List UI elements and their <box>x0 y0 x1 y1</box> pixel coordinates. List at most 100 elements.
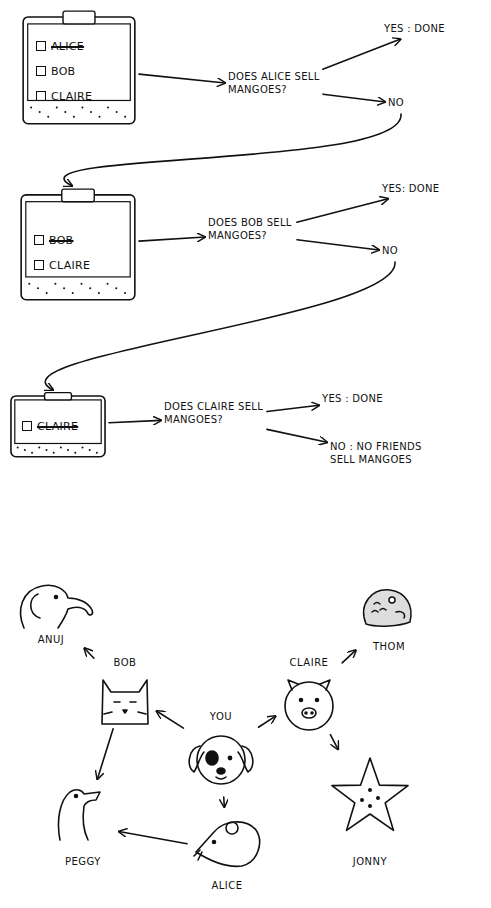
dog-eye-patch <box>206 751 218 765</box>
elephant-ear <box>31 594 40 618</box>
checklist-clipboard: ALICEBOBCLAIRE <box>22 10 136 126</box>
dog-head <box>197 736 245 784</box>
arrow-connector <box>297 240 379 250</box>
checklist-items: CLAIRE <box>22 414 106 439</box>
answer-step: NO <box>382 244 408 260</box>
person-figure: JONNY <box>326 752 414 868</box>
clipboard-speckle <box>96 452 98 454</box>
arrow-connector <box>97 729 113 779</box>
arrow-connector <box>259 716 276 727</box>
starfish-dot <box>369 805 371 807</box>
clipboard-speckle <box>81 106 83 108</box>
pig-ears <box>288 680 330 690</box>
dog-eye <box>228 756 231 759</box>
person-figure: PEGGY <box>50 782 116 868</box>
arrow-connector <box>330 735 338 750</box>
clipboard-speckle <box>107 283 109 285</box>
cat-eyes <box>114 701 136 703</box>
checklist-item: ALICE <box>36 34 136 59</box>
fish-eye <box>389 597 395 603</box>
arrow-connector <box>323 39 401 69</box>
clipboard-speckle <box>107 106 109 108</box>
arrow-connector <box>267 429 327 442</box>
answer-step: YES : DONE <box>322 392 402 408</box>
arrow-connector <box>267 405 319 411</box>
pig-nostril <box>305 712 307 714</box>
fish-figure <box>364 590 411 626</box>
question-text: DOES CLAIRE SELL MANGOES? <box>164 400 264 426</box>
person-figure: YOU <box>186 710 256 794</box>
clipboard-speckle <box>56 106 58 108</box>
question-text: DOES ALICE SELL MANGOES? <box>228 70 320 96</box>
checklist-items: ALICEBOBCLAIRE <box>36 34 136 109</box>
person-name: JONNY <box>353 855 387 868</box>
cat-nose <box>123 710 127 713</box>
answer-step: NO : NO FRIENDS SELL MANGOES <box>330 440 442 470</box>
question-step: DOES CLAIRE SELL MANGOES? <box>164 400 264 436</box>
checklist-item: BOB <box>36 59 136 84</box>
clipboard-speckle <box>115 287 117 289</box>
dog-nose <box>217 768 225 774</box>
clipboard-outline <box>20 188 136 302</box>
clipboard-speckle <box>30 106 32 108</box>
pig-snout <box>302 708 316 718</box>
bird-body <box>58 790 100 840</box>
checklist-items: BOBCLAIRE <box>34 228 136 278</box>
arrow-connector <box>109 420 161 422</box>
clipboard-speckle <box>37 287 39 289</box>
answer-text: YES : DONE <box>384 22 464 35</box>
checklist-item: CLAIRE <box>36 84 136 109</box>
pig-eye <box>316 699 319 702</box>
clipboard-speckle <box>39 111 41 113</box>
clipboard-speckle <box>60 446 62 448</box>
clipboard-board <box>23 17 135 124</box>
answer-text: NO <box>382 244 408 257</box>
arrow-connector <box>297 199 388 222</box>
arrow-connector <box>323 94 385 102</box>
answer-text: YES: DONE <box>382 182 462 195</box>
rat-figure <box>194 822 260 866</box>
dog-mouth <box>216 777 226 779</box>
clipboard-speckle <box>31 452 33 454</box>
person-figure: BOB <box>96 656 154 726</box>
starfish-figure <box>332 758 408 830</box>
clipboard-speckle <box>124 116 126 118</box>
clipboard-board <box>11 396 105 457</box>
arrow-connector <box>223 797 225 807</box>
answer-text: NO : NO FRIENDS SELL MANGOES <box>330 440 442 466</box>
person-name: ANUJ <box>38 633 65 646</box>
rat-whiskers <box>194 850 202 860</box>
clipboard-clip <box>62 189 94 202</box>
clipboard-speckle <box>90 111 92 113</box>
person-name: ALICE <box>211 879 242 892</box>
person-name: THOM <box>373 640 405 653</box>
rat-ear <box>226 822 238 834</box>
elephant-eye <box>55 596 58 599</box>
clipboard-speckle <box>17 446 19 448</box>
clipboard-speckle <box>45 449 47 451</box>
checklist-item: CLAIRE <box>22 414 106 439</box>
checklist-clipboard: CLAIRE <box>10 392 106 458</box>
checklist-clipboard: BOBCLAIRE <box>20 188 136 302</box>
clipboard-outline <box>22 10 136 126</box>
clipboard-speckle <box>46 292 48 294</box>
pig-figure <box>285 680 333 730</box>
question-step: DOES ALICE SELL MANGOES? <box>228 70 320 106</box>
clipboard-speckle <box>89 287 91 289</box>
clipboard-clip <box>63 11 95 24</box>
cat-whiskers <box>104 712 146 714</box>
starfish-dot <box>377 797 379 799</box>
person-figure: ALICE <box>190 810 264 892</box>
clipboard-speckle <box>99 116 101 118</box>
answer-step: YES: DONE <box>382 182 462 198</box>
person-figure: THOM <box>358 585 420 653</box>
arrow-connector <box>119 831 187 843</box>
arrow-connector <box>342 650 356 663</box>
clipboard-speckle <box>64 111 66 113</box>
clipboard-clip <box>45 393 72 400</box>
pig-eye <box>300 699 303 702</box>
starfish-body <box>332 758 408 830</box>
arrow-connector <box>157 711 184 728</box>
starfish-dot <box>361 799 363 801</box>
checklist-item: CLAIRE <box>34 253 136 278</box>
